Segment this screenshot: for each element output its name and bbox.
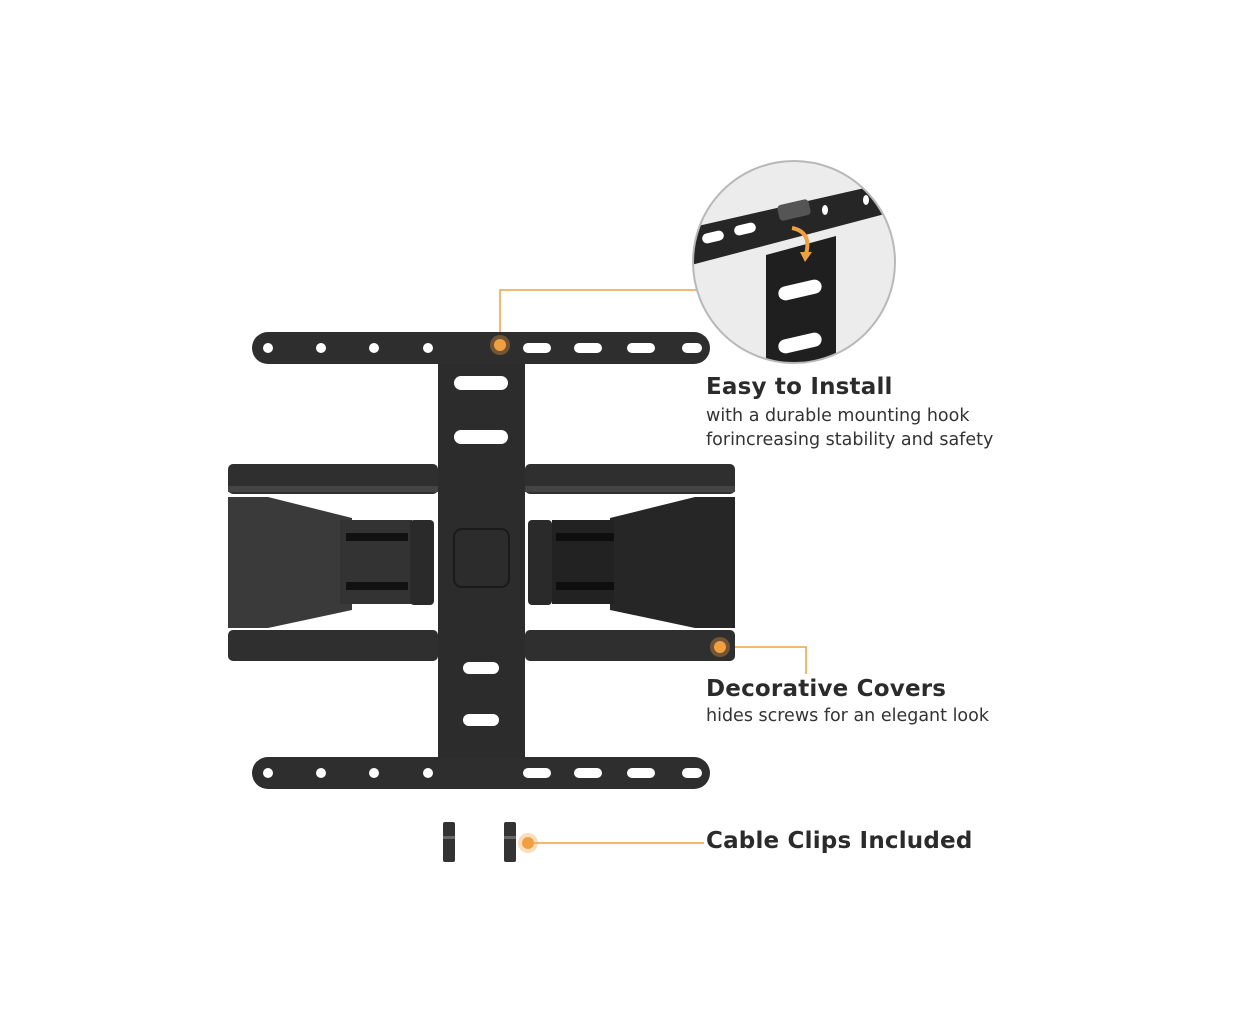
arm-rails (228, 464, 735, 661)
vertical-plate (438, 360, 525, 760)
right-arm (528, 497, 735, 628)
leader-lines (499, 289, 807, 844)
leader-line-covers (720, 646, 807, 674)
feature-title-cable-clips: Cable Clips Included (706, 828, 973, 854)
feature-desc-line: with a durable mounting hook (706, 406, 970, 426)
left-arm (228, 497, 434, 628)
leader-line-install (499, 289, 696, 345)
cable-clip (443, 822, 455, 862)
feature-desc-line: hides screws for an elegant look (706, 706, 989, 726)
cable-clip (504, 822, 516, 862)
top-bar (252, 332, 710, 364)
magnified-hook-detail (692, 160, 896, 364)
feature-desc-line: forincreasing stability and safety (706, 430, 994, 450)
feature-title-decorative-covers: Decorative Covers (706, 676, 947, 702)
feature-title-easy-install: Easy to Install (706, 374, 893, 400)
cable-clips (443, 822, 516, 862)
callout-dots (490, 335, 730, 853)
bottom-bar (252, 757, 710, 789)
